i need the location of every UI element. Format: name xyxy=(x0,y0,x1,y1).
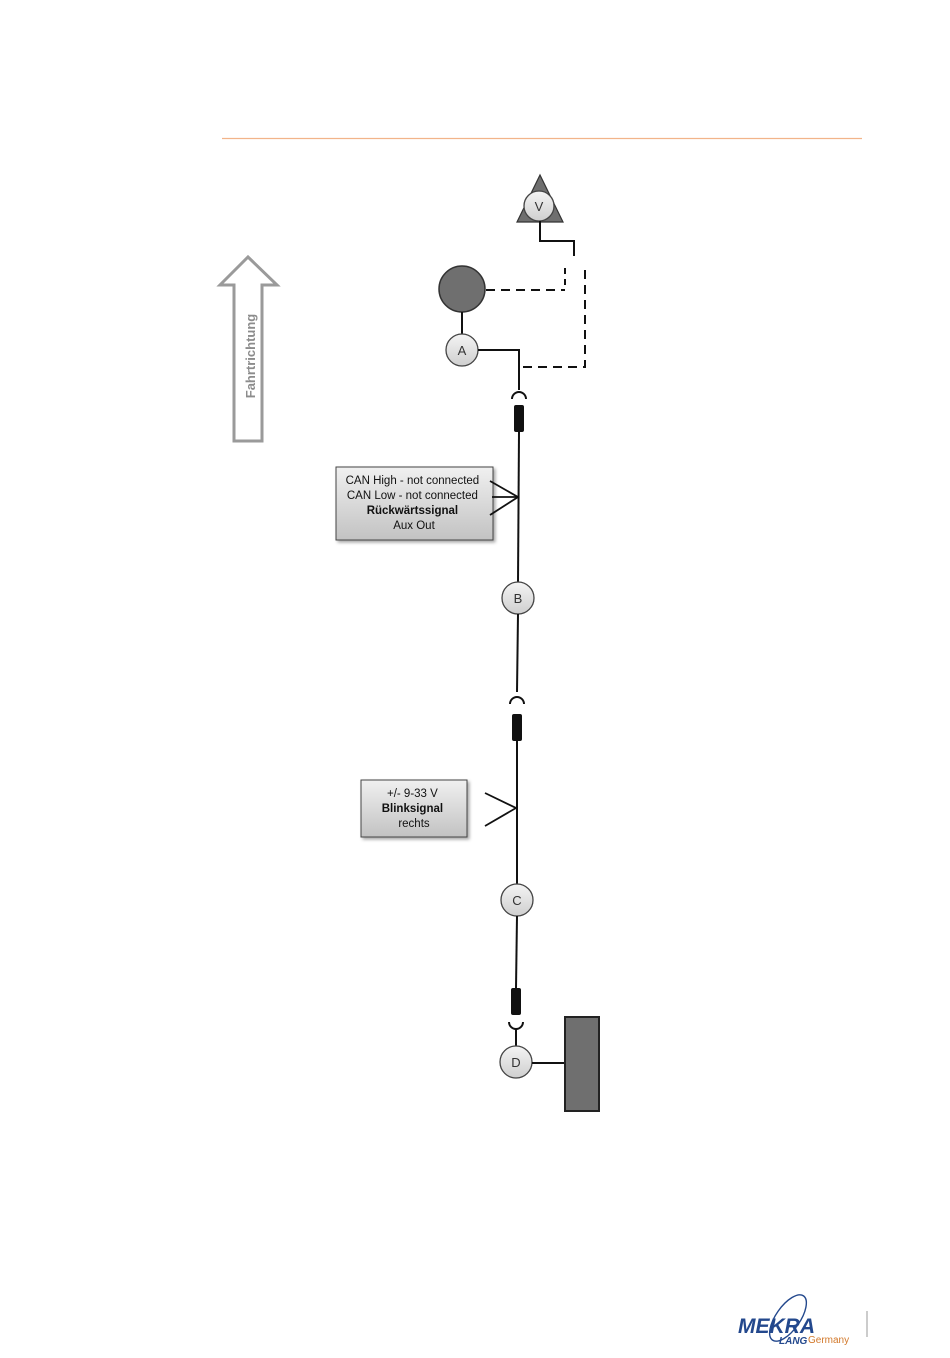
mekra-lang-logo: MEKRA LANG Germany xyxy=(738,1289,849,1347)
direction-arrow-label: Fahrtrichtung xyxy=(243,314,258,399)
trunk-4 xyxy=(516,916,517,988)
signal-line: CAN High - not connected xyxy=(346,475,480,487)
signal-line: Rückwärtssignal xyxy=(367,505,458,517)
signal-line: rechts xyxy=(398,818,430,830)
cable-dash-loop xyxy=(519,270,585,367)
connector-3 xyxy=(509,988,523,1029)
connector-1 xyxy=(512,392,526,432)
node-v-label: V xyxy=(535,199,544,214)
signal-box-upper: CAN High - not connected CAN Low - not c… xyxy=(336,467,493,540)
signal-line: CAN Low - not connected xyxy=(347,490,478,502)
direction-arrow: Fahrtrichtung xyxy=(220,257,277,441)
camera-v: V xyxy=(517,175,563,222)
signal-arrow-lower xyxy=(485,793,516,826)
cable-a xyxy=(478,350,519,390)
signal-line: Blinksignal xyxy=(382,803,443,815)
node-d-label: D xyxy=(511,1055,520,1070)
signal-line: +/- 9-33 V xyxy=(387,788,438,800)
node-b-label: B xyxy=(514,591,523,606)
node-c-label: C xyxy=(512,893,521,908)
signal-box-lower: +/- 9-33 V Blinksignal rechts xyxy=(361,780,467,837)
trunk-2 xyxy=(517,614,518,692)
signal-line: Aux Out xyxy=(393,520,435,532)
connector-2 xyxy=(510,697,524,741)
monitor-unit xyxy=(565,1017,599,1111)
signal-arrow-upper xyxy=(490,481,518,515)
trunk-1 xyxy=(518,432,519,583)
logo-sub-text: LANG xyxy=(779,1336,808,1347)
cable-v xyxy=(540,221,574,256)
node-a-label: A xyxy=(458,343,467,358)
logo-main-text: MEKRA xyxy=(738,1315,815,1338)
dark-round-device xyxy=(439,266,485,312)
logo-country-text: Germany xyxy=(808,1335,849,1346)
